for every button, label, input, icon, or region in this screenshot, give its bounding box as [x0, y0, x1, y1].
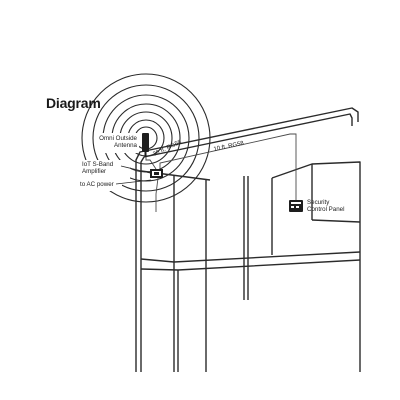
antenna-label-line1: Omni Outside [99, 135, 137, 142]
label-backgrounds [70, 133, 139, 191]
roof-inner-edge [140, 113, 353, 171]
amplifier-label: IoT S-Band Amplifier [82, 161, 113, 175]
amplifier-label-line1: IoT S-Band [82, 161, 114, 168]
control-panel-label: Security Control Panel [307, 199, 345, 213]
cable-label-10ft: 10 ft. RG58 [213, 141, 245, 153]
roof-outline [135, 107, 359, 171]
leader-lines [115, 165, 152, 185]
inner-wall [271, 161, 361, 372]
building-structure [135, 107, 361, 372]
amplifier-label-line2: Amplifier [82, 168, 107, 176]
floor-beam [140, 251, 361, 263]
power-label: to AC power [80, 181, 114, 188]
control-panel-label-line1: Security [307, 199, 330, 206]
control-panel-label-line2: Control Panel [307, 206, 345, 214]
amplifier [150, 169, 163, 178]
diagram-title: Diagram [46, 95, 101, 111]
antenna-label-line2: Antenna [113, 142, 137, 150]
antenna-label: Omni Outside Antenna [99, 135, 137, 149]
signal-wave-ring [92, 84, 200, 192]
cable-10ft [159, 133, 297, 200]
security-control-panel [289, 200, 303, 212]
omni-antenna [142, 133, 149, 157]
